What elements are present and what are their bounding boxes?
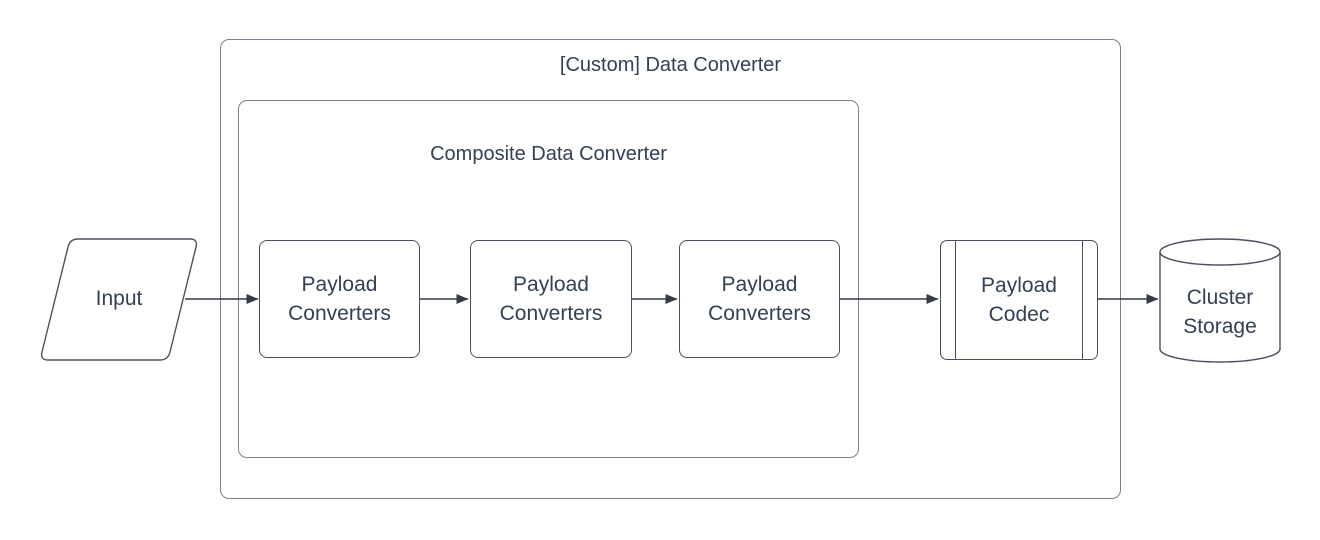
payload-codec-label: Payload Codec (981, 274, 1057, 326)
payload-converters-3-node: Payload Converters (679, 240, 840, 358)
input-node-label: Input (95, 287, 143, 310)
cluster-storage-label: Cluster Storage (1183, 286, 1257, 338)
cluster-storage-cylinder-top (1159, 238, 1281, 266)
custom-data-converter-title: [Custom] Data Converter (559, 54, 782, 76)
payload-converters-1-label: Payload Converters (288, 273, 391, 325)
codec-side-line-left (955, 241, 956, 359)
cluster-storage-node: Cluster Storage (1160, 283, 1280, 341)
composite-data-converter-container: Composite Data Converter (238, 100, 859, 458)
cluster-storage-cylinder-body (1159, 252, 1281, 363)
composite-data-converter-title: Composite Data Converter (430, 143, 667, 165)
custom-data-converter-container: [Custom] Data Converter (220, 39, 1121, 499)
payload-converters-2-node: Payload Converters (470, 240, 632, 358)
input-parallelogram-shape (40, 238, 198, 361)
payload-converters-1-node: Payload Converters (259, 240, 420, 358)
payload-codec-node: Payload Codec (940, 240, 1098, 360)
codec-side-line-right (1082, 241, 1083, 359)
payload-converters-2-label: Payload Converters (499, 273, 603, 325)
payload-converters-3-label: Payload Converters (708, 273, 811, 325)
